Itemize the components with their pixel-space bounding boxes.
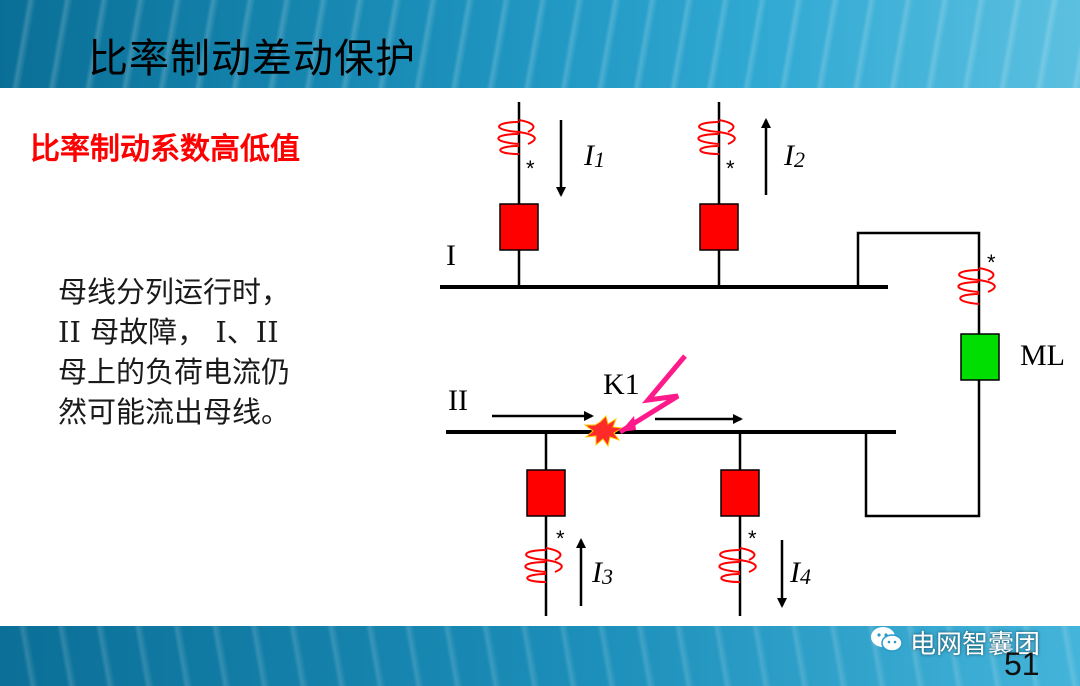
fault-burst bbox=[583, 415, 624, 448]
coupler-breaker bbox=[960, 333, 1000, 381]
watermark: 电网智囊团 bbox=[910, 630, 1041, 660]
body-line-2: II 母故障， I、II bbox=[58, 315, 279, 349]
fault-label: K1 bbox=[603, 368, 640, 401]
polarity-mark-coupler: * bbox=[987, 250, 996, 275]
ct-coil-1 bbox=[497, 119, 536, 155]
bus-coupler: * ML bbox=[856, 231, 1065, 518]
current-label-i3: I3 bbox=[591, 556, 613, 589]
wechat-icon bbox=[871, 627, 903, 652]
polarity-mark-1: * bbox=[526, 156, 535, 181]
page-number: 51 bbox=[1004, 646, 1040, 682]
breaker-3 bbox=[526, 469, 566, 517]
ct-coil-4 bbox=[718, 547, 757, 583]
slide-title: 比率制动差动保护 bbox=[88, 36, 416, 82]
bus-2-label: II bbox=[448, 384, 468, 417]
polarity-mark-4: * bbox=[748, 526, 757, 551]
body-line-1: 母线分列运行时， bbox=[58, 275, 291, 309]
coupler-label: ML bbox=[1020, 339, 1065, 372]
current-label-i4: I4 bbox=[789, 556, 811, 589]
ct-coil-coupler bbox=[957, 267, 996, 305]
polarity-mark-2: * bbox=[726, 156, 735, 181]
footer-band bbox=[0, 626, 1080, 686]
feeder-2: * I2 bbox=[697, 102, 805, 287]
feeder-1: * I1 bbox=[497, 102, 605, 287]
breaker-2 bbox=[699, 203, 739, 251]
subtitle: 比率制动系数高低值 bbox=[30, 132, 300, 167]
breaker-4 bbox=[720, 469, 760, 517]
ct-coil-2 bbox=[697, 119, 736, 155]
feeder-4: * I4 bbox=[718, 432, 811, 616]
feeder-3: * I3 bbox=[524, 432, 613, 616]
body-line-3: 母上的负荷电流仍 bbox=[58, 355, 291, 389]
lightning-bolt bbox=[618, 354, 687, 435]
fault-k1: K1 bbox=[583, 354, 687, 448]
ct-coil-3 bbox=[524, 547, 563, 583]
polarity-mark-3: * bbox=[556, 526, 565, 551]
current-label-i1: I1 bbox=[583, 139, 605, 172]
body-line-4: 然可能流出母线。 bbox=[58, 395, 291, 429]
header-band bbox=[0, 0, 1080, 88]
breaker-1 bbox=[499, 203, 539, 251]
bus-1-label: I bbox=[446, 239, 456, 272]
body-text: 母线分列运行时， II 母故障， I、II 母上的负荷电流仍 然可能流出母线。 bbox=[58, 272, 378, 432]
current-label-i2: I2 bbox=[783, 139, 805, 172]
